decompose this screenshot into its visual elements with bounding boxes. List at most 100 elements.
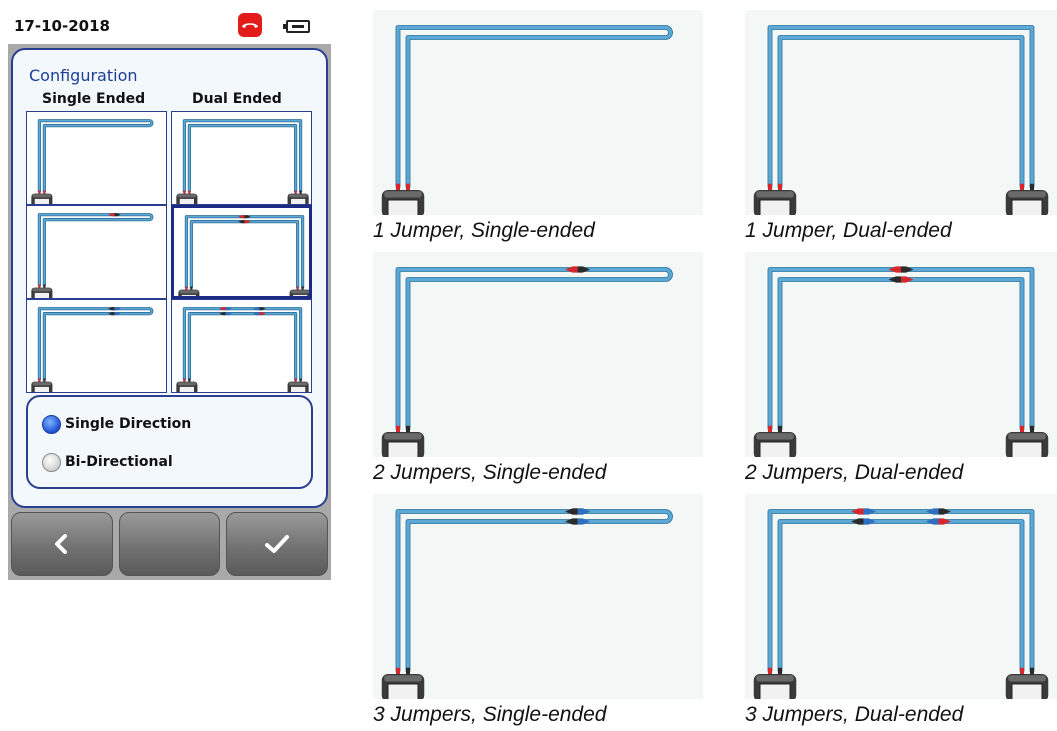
fiber-connector-icon	[253, 312, 260, 316]
fiber-connector-icon	[938, 508, 951, 515]
fiber-plug-icon	[299, 190, 302, 195]
fiber-plug-icon	[299, 378, 302, 383]
config-option-3-jumpers-single-ended[interactable]	[26, 299, 167, 393]
fiber-connector-icon	[244, 215, 251, 219]
cable-diagram	[31, 213, 154, 298]
illustration-caption: 3 Jumpers, Single-ended	[373, 703, 607, 726]
config-option-2-jumpers-dual-ended[interactable]	[171, 205, 312, 299]
fiber-plug-icon	[1030, 183, 1034, 192]
fiber-plug-icon	[38, 284, 41, 289]
fiber-plug-icon	[185, 286, 188, 291]
column-header-single-ended: Single Ended	[42, 91, 146, 107]
fiber-connector-icon	[244, 220, 251, 224]
fiber-plug-icon	[406, 425, 410, 434]
config-option-1-jumper-dual-ended[interactable]	[171, 111, 312, 205]
illustration-3-jumper-single	[373, 494, 703, 699]
fiber-connector-icon	[238, 220, 245, 224]
fiber-plug-icon	[38, 378, 41, 383]
fiber-connector-icon	[565, 266, 578, 273]
illustration-caption: 2 Jumpers, Single-ended	[373, 461, 607, 484]
config-option-1-jumper-single-ended[interactable]	[26, 111, 167, 205]
fiber-plug-icon	[43, 378, 46, 383]
illustration-2-jumper-single	[373, 252, 703, 457]
illustration-2-jumper-dual	[745, 252, 1057, 457]
fiber-plug-icon	[188, 190, 191, 195]
fiber-connector-icon	[851, 508, 864, 515]
confirm-button[interactable]	[226, 512, 328, 576]
fiber-plug-icon	[183, 378, 186, 383]
fiber-connector-icon	[863, 508, 877, 515]
fiber-connector-icon	[108, 312, 115, 316]
fiber-connector-icon	[901, 266, 914, 273]
cable-diagram	[176, 119, 309, 204]
battery-icon	[283, 20, 310, 33]
config-option-3-jumpers-dual-ended[interactable]	[171, 299, 312, 393]
fiber-plug-icon	[294, 190, 297, 195]
fiber-plug-icon	[778, 425, 782, 434]
fiber-plug-icon	[301, 286, 304, 291]
fiber-connector-icon	[925, 518, 939, 525]
illustration-1-jumper-single	[373, 10, 703, 215]
fiber-plug-icon	[1020, 667, 1024, 676]
illustration-3-jumper-dual	[745, 494, 1057, 699]
fiber-connector-icon	[851, 518, 864, 525]
fiber-connector-icon	[901, 276, 914, 283]
fiber-plug-icon	[183, 190, 186, 195]
fiber-plug-icon	[768, 183, 772, 192]
fiber-connector-icon	[225, 307, 232, 311]
fiber-connector-icon	[219, 307, 226, 311]
fiber-connector-icon	[565, 518, 578, 525]
fiber-plug-icon	[1030, 667, 1034, 676]
fiber-connector-icon	[259, 312, 266, 316]
fiber-plug-icon	[778, 667, 782, 676]
checkmark-icon	[265, 535, 289, 553]
option-bi-directional[interactable]: Bi-Directional	[42, 452, 173, 472]
fiber-connector-icon	[108, 307, 115, 311]
option-label: Single Direction	[65, 416, 192, 432]
fiber-connector-icon	[253, 307, 260, 311]
direction-options: Single Direction Bi-Directional	[26, 395, 313, 489]
fiber-connector-icon	[888, 276, 901, 283]
fiber-connector-icon	[259, 307, 266, 311]
fiber-connector-icon	[925, 508, 939, 515]
fiber-connector-icon	[577, 508, 591, 515]
config-option-2-jumpers-single-ended[interactable]	[26, 205, 167, 299]
fiber-plug-icon	[1020, 425, 1024, 434]
cable-diagram	[381, 25, 673, 215]
radio-selected-icon[interactable]	[42, 414, 61, 434]
back-button[interactable]	[11, 512, 113, 576]
fiber-plug-icon	[296, 286, 299, 291]
blank-softkey[interactable]	[119, 512, 220, 576]
radio-unselected-icon[interactable]	[42, 452, 61, 472]
fiber-connector-icon	[565, 508, 578, 515]
fiber-connector-icon	[938, 518, 951, 525]
status-bar: 17-10-2018	[8, 8, 331, 44]
chevron-left-icon	[55, 534, 67, 554]
cable-diagram	[381, 266, 673, 457]
fiber-plug-icon	[396, 183, 400, 192]
cable-diagram	[381, 508, 673, 699]
fiber-plug-icon	[406, 183, 410, 192]
fiber-plug-icon	[38, 190, 41, 195]
fiber-connector-icon	[219, 312, 226, 316]
cable-diagram	[178, 215, 309, 296]
fiber-plug-icon	[190, 286, 193, 291]
fiber-plug-icon	[294, 378, 297, 383]
fiber-plug-icon	[396, 425, 400, 434]
fiber-plug-icon	[396, 667, 400, 676]
illustration-caption: 1 Jumper, Dual-ended	[745, 219, 952, 242]
fiber-plug-icon	[406, 667, 410, 676]
fiber-plug-icon	[1020, 183, 1024, 192]
fiber-plug-icon	[768, 425, 772, 434]
fiber-plug-icon	[43, 190, 46, 195]
fiber-connector-icon	[863, 518, 877, 525]
configuration-panel: Configuration Single Ended Dual Ended Si…	[11, 48, 328, 508]
fiber-plug-icon	[768, 667, 772, 676]
illustration-1-jumper-dual	[745, 10, 1057, 215]
column-header-dual-ended: Dual Ended	[192, 91, 282, 107]
option-label: Bi-Directional	[65, 454, 173, 470]
fiber-connector-icon	[225, 312, 232, 316]
fiber-plug-icon	[188, 378, 191, 383]
option-single-direction[interactable]: Single Direction	[42, 414, 191, 434]
phone-hangup-icon[interactable]	[238, 13, 262, 37]
